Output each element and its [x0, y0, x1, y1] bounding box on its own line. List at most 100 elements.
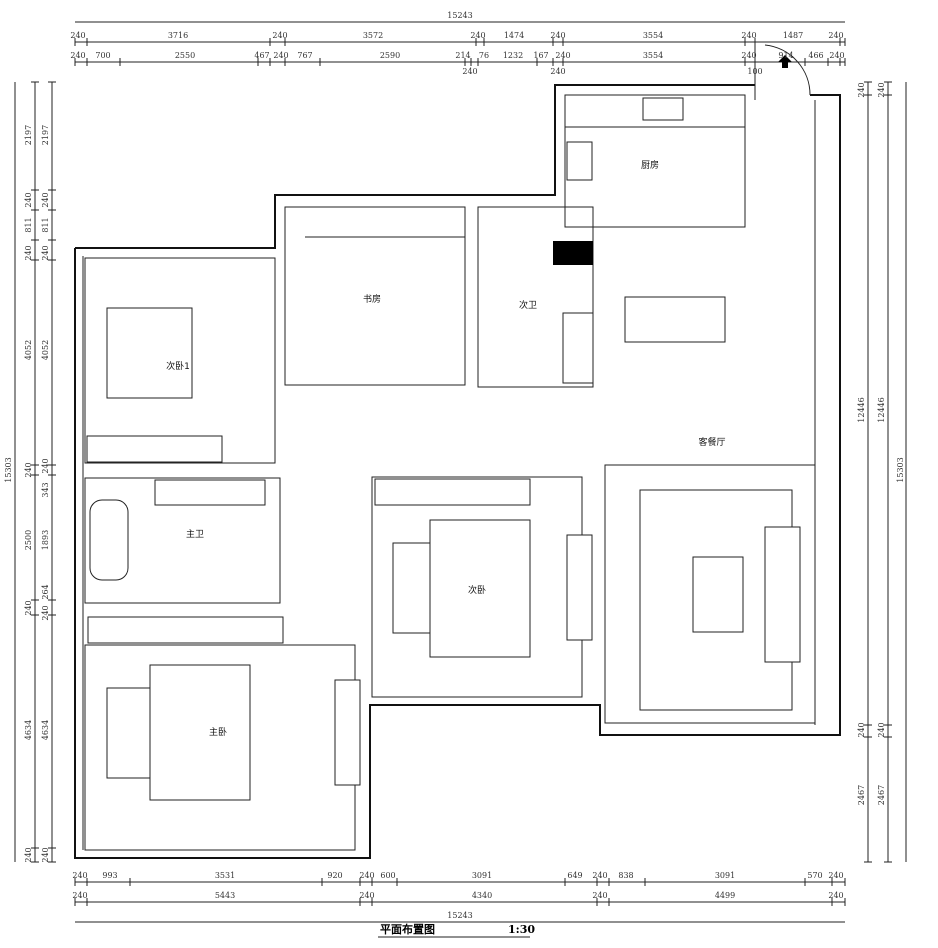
- coffee-table: [692, 556, 744, 633]
- dimension-label: 2197: [24, 125, 33, 145]
- dimension-label: 2467: [857, 785, 866, 805]
- sofa: [764, 526, 801, 663]
- room-label-living-dining: 客餐厅: [698, 436, 725, 448]
- dimension-label: 12446: [877, 397, 886, 422]
- dimension-label: 240: [828, 31, 843, 40]
- furniture: [86, 97, 801, 801]
- wardrobe: [86, 435, 223, 463]
- dimension-label: 240: [857, 82, 866, 97]
- dimension-label: 76: [479, 51, 489, 60]
- dimension-label: 240: [829, 51, 844, 60]
- dimension-label: 240: [24, 600, 33, 615]
- dimension-label: 100: [747, 67, 762, 76]
- bed-frame: [149, 664, 251, 801]
- vanity: [154, 479, 266, 506]
- stove: [642, 97, 684, 121]
- dimension-label: 649: [567, 871, 582, 880]
- dimension-label: 466: [808, 51, 823, 60]
- dimension-label: 838: [618, 871, 633, 880]
- dimension-label: 240: [470, 31, 485, 40]
- dimension-label: 343: [41, 482, 50, 497]
- room-label-master-bedroom: 主卧: [209, 726, 227, 738]
- dimension-label: 240: [877, 82, 886, 97]
- dimension-label: 1232: [503, 51, 523, 60]
- dimension-label: 767: [297, 51, 312, 60]
- dimension-label: 3531: [215, 871, 235, 880]
- dimension-label: 467: [254, 51, 269, 60]
- dimension-label: 914: [778, 51, 793, 60]
- dimension-label: 240: [24, 245, 33, 260]
- dimension-label: 15243: [447, 11, 472, 20]
- room-label-second-bath: 次卫: [519, 299, 537, 311]
- dimension-label: 811: [24, 217, 33, 232]
- room-label-kitchen: 厨房: [641, 159, 659, 171]
- dimension-label: 3572: [363, 31, 383, 40]
- dimension-label: 4499: [715, 891, 735, 900]
- dimension-label: 4340: [472, 891, 492, 900]
- dimension-label: 2590: [380, 51, 400, 60]
- dimension-label: 240: [741, 51, 756, 60]
- dimension-label: 240: [24, 462, 33, 477]
- dimension-label: 240: [70, 51, 85, 60]
- dimension-label: 993: [102, 871, 117, 880]
- dimension-label: 240: [555, 51, 570, 60]
- dimension-label: 15303: [896, 457, 905, 482]
- bathtub: [89, 499, 129, 581]
- room-label-study: 书房: [363, 293, 381, 305]
- vanity: [562, 312, 594, 384]
- dimension-label: 240: [41, 192, 50, 207]
- dimension-label: 3091: [472, 871, 492, 880]
- dimension-label: 240: [41, 245, 50, 260]
- dimension-label: 700: [95, 51, 110, 60]
- dimension-label: 240: [272, 31, 287, 40]
- dimension-label: 15243: [447, 911, 472, 920]
- dimension-label: 2197: [41, 125, 50, 145]
- dimension-label: 240: [462, 67, 477, 76]
- dimension-label: 2467: [877, 785, 886, 805]
- dimension-label: 4052: [41, 340, 50, 360]
- dimension-label: 240: [70, 31, 85, 40]
- dimension-label: 240: [828, 871, 843, 880]
- dimension-label: 4634: [41, 720, 50, 740]
- entry-door-swing: [764, 44, 811, 96]
- dimension-label: 2550: [175, 51, 195, 60]
- dimension-label: 240: [592, 871, 607, 880]
- dimension-label: 1893: [41, 530, 50, 550]
- dimension-label: 240: [41, 458, 50, 473]
- dimension-label: 600: [380, 871, 395, 880]
- dimension-label: 240: [828, 891, 843, 900]
- dimension-label: 240: [550, 31, 565, 40]
- drawing-title: 平面布置图: [380, 922, 435, 936]
- sink: [566, 141, 593, 181]
- dimension-label: 3554: [643, 51, 663, 60]
- dimension-label: 240: [359, 891, 374, 900]
- room-label-second-bedroom-1: 次卧1: [166, 360, 190, 372]
- dimension-label: 240: [857, 722, 866, 737]
- bed: [106, 307, 193, 399]
- dimension-label: 240: [592, 891, 607, 900]
- dimension-label: 4634: [24, 720, 33, 740]
- room-label-second-bedroom: 次卧: [468, 584, 486, 596]
- dimension-label: 264: [41, 584, 50, 599]
- dimension-label: 240: [273, 51, 288, 60]
- dimension-label: 240: [359, 871, 374, 880]
- bed-frame: [429, 519, 531, 658]
- dimension-label: 3554: [643, 31, 663, 40]
- dimension-label: 240: [41, 605, 50, 620]
- tv-cabinet: [566, 534, 593, 641]
- dimension-label: 5443: [215, 891, 235, 900]
- walls: [74, 44, 841, 859]
- dimension-label: 240: [72, 891, 87, 900]
- dimension-label: 811: [41, 217, 50, 232]
- drawing-scale: 1:30: [508, 923, 535, 936]
- dimension-label: 240: [877, 722, 886, 737]
- entry-arrow-icon: [778, 55, 792, 68]
- dimension-label: 240: [72, 871, 87, 880]
- dimension-label: 15303: [4, 457, 13, 482]
- dimension-label: 240: [24, 192, 33, 207]
- room-label-master-bath: 主卫: [186, 528, 204, 540]
- dimension-label: 3091: [715, 871, 735, 880]
